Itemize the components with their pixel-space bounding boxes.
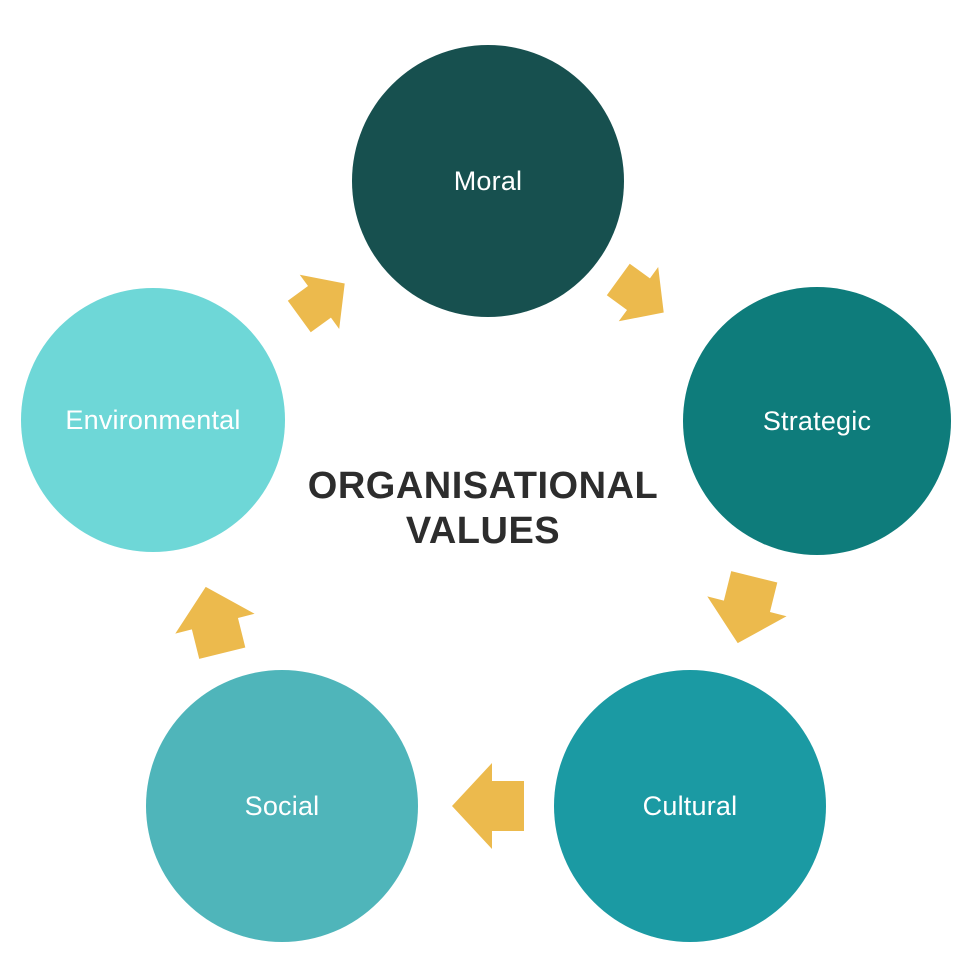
node-moral: Moral — [352, 45, 624, 317]
arrow-environmental-to-moral-icon — [287, 274, 345, 333]
node-social: Social — [146, 670, 418, 942]
page-title: ORGANISATIONAL VALUES — [307, 465, 659, 552]
node-moral-label: Moral — [453, 165, 523, 196]
node-social-label: Social — [244, 790, 320, 821]
arrow-moral-to-strategic-icon — [606, 263, 664, 322]
node-cultural: Cultural — [554, 670, 826, 942]
node-environmental: Environmental — [21, 288, 285, 552]
node-strategic: Strategic — [683, 287, 951, 555]
node-environmental-label: Environmental — [65, 404, 241, 435]
node-cultural-label: Cultural — [642, 790, 738, 821]
arrow-cultural-to-social-icon — [452, 763, 524, 849]
arrow-social-to-environmental-icon — [175, 586, 255, 659]
arrow-strategic-to-cultural-icon — [707, 571, 787, 644]
node-strategic-label: Strategic — [762, 405, 872, 436]
